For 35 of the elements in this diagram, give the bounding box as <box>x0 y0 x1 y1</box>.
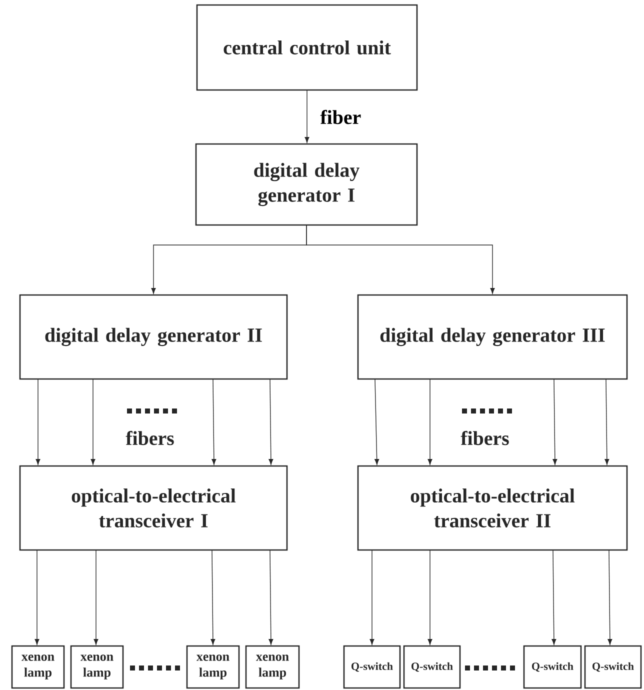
box: central control unit <box>196 4 418 91</box>
arrow <box>304 90 310 143</box>
arrow <box>552 378 558 465</box>
arrow <box>94 550 98 645</box>
arrow <box>306 224 495 294</box>
box: xenon lamp <box>186 645 240 689</box>
box: xenon lamp <box>70 645 124 689</box>
box: xenon lamp <box>11 645 65 689</box>
box: Q-switch <box>343 645 401 689</box>
box: digital delay generator III <box>357 294 628 380</box>
box: Q-switch <box>584 645 642 689</box>
arrow <box>374 378 380 465</box>
arrow <box>210 550 216 645</box>
arrow <box>268 378 274 465</box>
arrow <box>552 550 556 645</box>
edge-label: fiber <box>319 108 362 126</box>
arrow <box>428 378 432 465</box>
arrow <box>608 550 612 645</box>
fiber-label: fibers <box>460 430 509 446</box>
arrow <box>370 550 374 645</box>
fiber-label: fibers <box>126 430 174 446</box>
box: digital delay generator II <box>19 294 288 380</box>
box: optical-to-electrical transceiver I <box>19 465 288 551</box>
box: optical-to-electrical transceiver II <box>357 465 628 551</box>
arrow <box>90 378 96 465</box>
arrow <box>428 550 432 645</box>
arrow <box>268 550 274 645</box>
box: xenon lamp <box>245 645 300 689</box>
box: Q-switch <box>523 645 582 689</box>
arrow <box>604 378 610 465</box>
arrow <box>212 378 216 465</box>
box: Q-switch <box>403 645 461 689</box>
arrow <box>34 550 40 645</box>
box: digital delay generator I <box>195 143 418 226</box>
arrow <box>36 378 40 465</box>
